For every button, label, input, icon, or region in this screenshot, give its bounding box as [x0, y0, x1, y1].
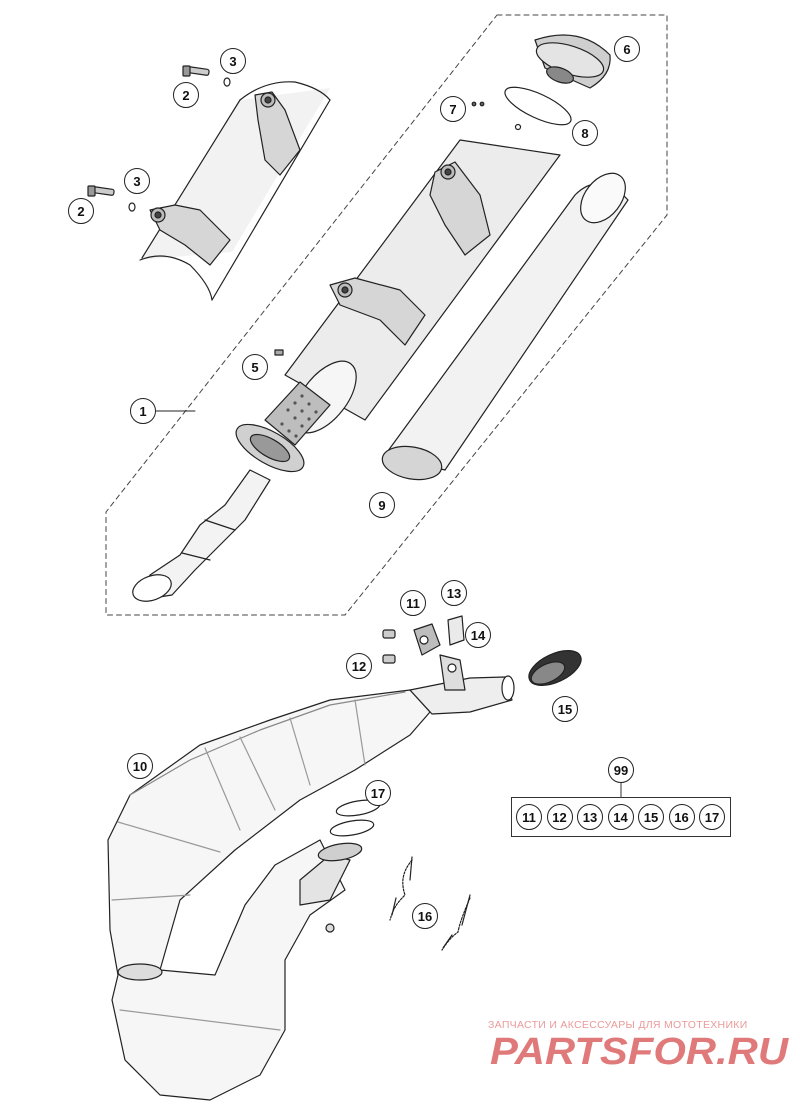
callout-2-top[interactable]: 2 [173, 82, 199, 108]
callout-6[interactable]: 6 [614, 36, 640, 62]
hardware [382, 615, 465, 664]
callout-16[interactable]: 16 [412, 903, 438, 929]
callout-5[interactable]: 5 [242, 354, 268, 380]
kit-item-17[interactable]: 17 [699, 804, 725, 830]
callout-14[interactable]: 14 [465, 622, 491, 648]
kit-item-16[interactable]: 16 [668, 804, 695, 830]
callout-11[interactable]: 11 [400, 590, 426, 616]
silencer-sleeve [381, 172, 629, 481]
silencer-mount-detail [87, 65, 331, 301]
kit-item-15[interactable]: 15 [638, 804, 664, 830]
callout-17[interactable]: 17 [365, 780, 391, 806]
callout-15[interactable]: 15 [552, 696, 578, 722]
silencer-assembly [132, 101, 561, 602]
callout-3-top[interactable]: 3 [220, 48, 246, 74]
callout-2-lower[interactable]: 2 [68, 198, 94, 224]
springs [389, 856, 471, 951]
watermark-logo: PARTSFOR.RU [490, 1031, 790, 1072]
header-pipe [107, 654, 515, 1101]
end-cap [504, 34, 611, 126]
kit-item-12[interactable]: 12 [546, 804, 573, 830]
watermark-logo-text: PARTSFOR.RU [490, 1031, 790, 1072]
callout-3-lower[interactable]: 3 [124, 168, 150, 194]
callout-10[interactable]: 10 [127, 753, 153, 779]
callout-99[interactable]: 99 [608, 757, 634, 783]
callout-7[interactable]: 7 [440, 96, 466, 122]
kit-item-11[interactable]: 11 [516, 804, 542, 830]
o-ring-lower [329, 819, 375, 837]
callout-9[interactable]: 9 [369, 492, 395, 518]
kit-item-14[interactable]: 14 [607, 804, 634, 830]
callout-8[interactable]: 8 [572, 120, 598, 146]
assembly-outline [105, 14, 668, 616]
callout-12[interactable]: 12 [346, 653, 372, 679]
kit-99-box [511, 797, 731, 837]
watermark-subtitle: ЗАПЧАСТИ И АКСЕССУАРЫ ДЛЯ МОТОТЕХНИКИ [488, 1019, 748, 1031]
kit-item-13[interactable]: 13 [577, 804, 603, 830]
callout-13[interactable]: 13 [441, 580, 467, 606]
grommet [528, 650, 582, 686]
callout-1[interactable]: 1 [130, 398, 156, 424]
